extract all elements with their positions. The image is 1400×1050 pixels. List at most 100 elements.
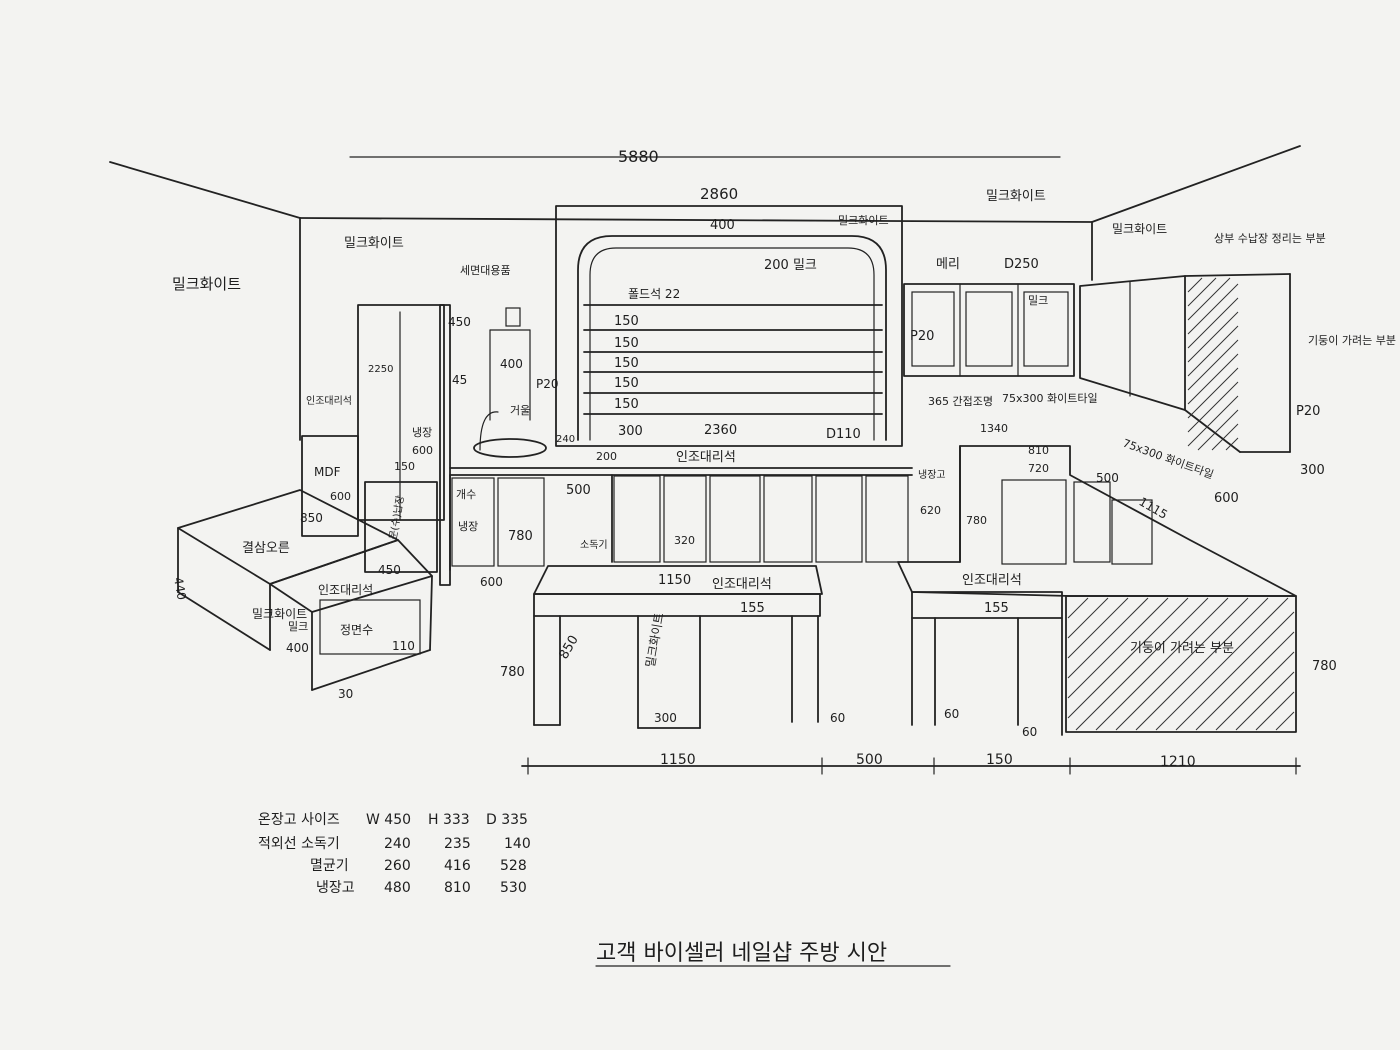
appliance-row-3-d: 528 [500,858,527,874]
marble-center-label: 인조대리석 [712,577,772,592]
center-table [533,565,823,729]
dim-150-l: 150 [394,460,415,473]
appliance-row-3-w: 260 [384,858,411,874]
hatch-line [1187,367,1239,419]
appliance-row-1-h: H 333 [428,812,470,828]
p20-right-label: P20 [1296,404,1320,419]
hatch-line [1197,409,1239,451]
dim-1150-bottom: 1150 [660,752,696,768]
dim-300-right: 300 [1300,463,1325,478]
dim-2250: 2250 [368,364,393,375]
hatch-line [1067,597,1169,699]
marble-main-label: 인조대리석 [676,450,736,465]
dim-450-bench: 450 [378,563,401,577]
arch-width-label: 400 [710,218,735,233]
appliance-row-1-d: D 335 [486,812,528,828]
column-hatch-upper [1187,277,1239,451]
total-width-label: 5880 [618,147,659,166]
column-note-2: 기둥이 가려는 부분 [1308,334,1396,347]
annotations: 5880 2860 400 200 밀크 밀크화이트 밀크화이트 밀크화이트 밀… [171,147,1396,770]
hatch-line [1075,597,1209,731]
dim-400-bench: 400 [286,641,309,655]
back-counter [449,411,913,571]
bench-top-label: 결삼오른 [242,541,290,556]
hatch-line [1215,651,1295,731]
hatch-line [1067,597,1189,719]
hatch-line [1135,597,1269,731]
dim-780-mid: 780 [966,514,987,527]
dim-780-right: 780 [1312,659,1337,674]
dim-500-bottom: 500 [856,752,883,768]
appliance-row-1-w: W 450 [366,812,411,828]
hatch-line [1067,597,1089,619]
dim-320: 320 [674,534,695,547]
soap-dispenser-label: 세면대용품 [460,264,511,277]
dim-1150-top: 1150 [658,573,691,588]
left-bench [177,489,433,691]
milk-white-label-4: 밀크화이트 [1112,222,1167,236]
dim-720: 720 [1028,462,1049,475]
dim-110: 110 [392,639,415,653]
dim-810: 810 [1028,444,1049,457]
dim-200: 200 [596,450,617,463]
dim-780-sink: 780 [508,529,533,544]
dim-30: 30 [338,687,353,701]
dim-600-m: 600 [412,444,433,457]
cabinet-l-note: 냉장 [458,520,478,533]
dim-500-right: 500 [1096,471,1119,485]
hatch-line [1187,277,1203,293]
appliance-row-2-d: 140 [504,836,531,852]
dim-45: 45 [452,373,467,387]
mirror-note: 거울 [510,404,530,417]
shelf-note: 폴드석 22 [628,287,680,301]
appliance-table: 온장고 사이즈 W 450 H 333 D 335 적외선 소독기 240 23… [258,812,531,896]
arch-shelf-unit [555,205,903,447]
dim-60-b: 60 [944,707,959,721]
hatch-line [1187,381,1239,433]
appliance-row-2-w: 240 [384,836,411,852]
hatch-line [1235,671,1295,731]
dim-60-c: 60 [1022,725,1037,739]
dim-300-leg: 300 [654,711,677,725]
milk-bench-label: 밀크 [288,620,308,633]
column-note-1: 상부 수납장 정리는 부분 [1214,232,1326,245]
appliance-row-4-name: 냉장고 [316,880,355,896]
d250-label: D250 [1004,257,1039,272]
upper-wall-cabinets [903,273,1291,453]
hatch-line [1175,611,1295,731]
hatch-line [1225,437,1239,451]
sink-note: 개수 [456,488,476,501]
milk-white-label-3: 밀크화이트 [986,189,1046,204]
column-cover-label: 기둥이 가려는 부분 [1130,641,1234,656]
hatch-line [1195,631,1295,731]
refrigerator-small-label: 냉장고 [918,469,946,481]
hatch-line [1187,325,1239,377]
shelf-150-5: 150 [614,397,639,412]
hatch-line [1115,597,1249,731]
storage-bench-label: 정면수 [340,623,373,637]
dim-155-right: 155 [984,601,1009,616]
dim-1210-bottom: 1210 [1160,754,1196,770]
width-1340-label: 1340 [980,422,1008,435]
hatch-line [1187,277,1217,307]
arch-note-label: 200 밀크 [764,258,817,273]
wall-cab-note: 메리 [936,257,960,272]
fridge-note: 냉장 [412,426,432,439]
shelf-2360: 2360 [704,423,737,438]
milk-white-label-6: 밀크화이트 [643,612,666,669]
room-outline [109,145,1301,441]
milk-white-label-1: 밀크화이트 [172,275,241,293]
milk-small-label: 밀크 [1028,294,1048,307]
dim-600-right: 600 [1214,491,1239,506]
appliance-row-4-h: 810 [444,880,471,896]
lighting-label: 365 간접조명 [928,395,993,408]
hatch-line [1155,597,1289,731]
dim-1115: 1115 [1137,494,1170,521]
appliance-row-1-name: 온장고 사이즈 [258,812,340,828]
hatch-line [1187,283,1239,335]
page-title: 고객 바이셀러 네일샵 주방 시안 [596,941,887,966]
shelf-150-3: 150 [614,356,639,371]
tile-label: 75x300 화이트타일 [1002,391,1098,405]
top-width-label: 2860 [700,185,738,203]
